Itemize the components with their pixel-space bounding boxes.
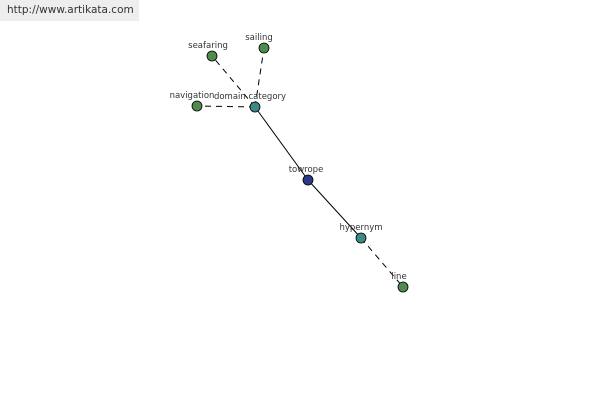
node-towrope[interactable] xyxy=(302,174,314,186)
node-label-line: line xyxy=(391,272,406,282)
edge-towrope-hypernym xyxy=(307,179,362,239)
node-sailing[interactable] xyxy=(258,42,270,54)
node-label-navigation: navigation xyxy=(170,91,215,101)
edge-domain-category-navigation xyxy=(196,105,256,108)
node-seafaring[interactable] xyxy=(206,50,218,62)
node-label-domain-category: domain category xyxy=(214,92,286,102)
node-domain-category[interactable] xyxy=(249,101,261,113)
node-navigation[interactable] xyxy=(191,100,203,112)
node-label-hypernym: hypernym xyxy=(339,223,382,233)
node-label-towrope: towrope xyxy=(289,165,324,175)
node-hypernym[interactable] xyxy=(355,232,367,244)
node-line[interactable] xyxy=(397,281,409,293)
nodes-layer xyxy=(191,42,409,293)
watermark-url[interactable]: http://www.artikata.com xyxy=(0,0,139,21)
edges-layer xyxy=(196,47,404,288)
edge-domain-category-seafaring xyxy=(211,55,256,108)
node-label-seafaring: seafaring xyxy=(188,41,228,51)
edge-domain-category-sailing xyxy=(254,47,265,108)
edge-towrope-domain-category xyxy=(254,106,309,181)
node-label-sailing: sailing xyxy=(245,33,273,43)
